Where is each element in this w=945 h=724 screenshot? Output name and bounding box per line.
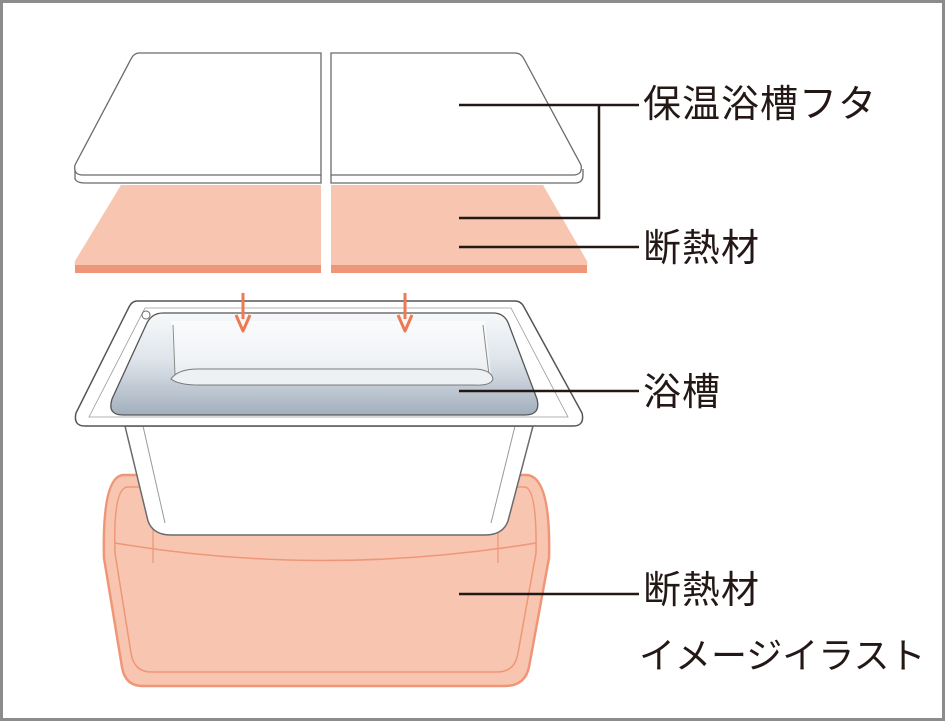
label-bathtub: 浴槽 xyxy=(643,370,722,414)
bathtub xyxy=(74,300,584,536)
arrow-down-icon xyxy=(396,293,414,333)
label-lid-insulation: 断熱材 xyxy=(643,226,761,270)
image-illustration-note: イメージイラスト xyxy=(639,636,926,677)
bath-lid-panels xyxy=(74,52,584,184)
label-tub-insulation: 断熱材 xyxy=(643,568,761,612)
lid-insulation-sheets xyxy=(74,185,588,273)
bathtub-exploded-illustration xyxy=(74,52,639,688)
leader-lines xyxy=(459,103,639,596)
label-bath-lid: 保温浴槽フタ xyxy=(643,82,878,126)
arrow-down-icon xyxy=(234,293,252,333)
